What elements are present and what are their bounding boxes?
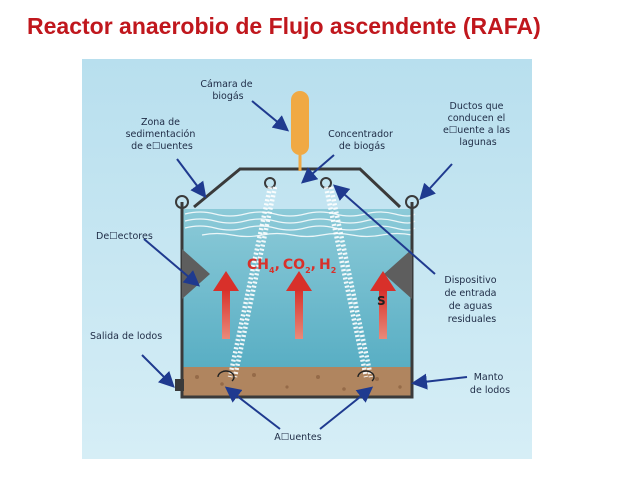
label-camara-biogas: Cámara de biogás — [200, 79, 255, 102]
pointer-ductos — [419, 163, 453, 200]
deflector-right — [384, 249, 412, 299]
gas-ch-sub: 4 — [269, 266, 275, 275]
upflow-arrow-center — [286, 271, 312, 339]
pointer-afluentes-left — [224, 386, 281, 430]
upflow-arrow-right — [370, 271, 396, 339]
upflow-arrow-left — [213, 271, 239, 339]
label-salida-lodos: Salida de lodos — [90, 331, 162, 342]
label-concentrador-biogas: Concentrador de biogás — [328, 129, 396, 152]
biogas-chamber — [291, 91, 309, 155]
pointer-deflectores — [143, 238, 201, 287]
duct-outlet-left — [175, 195, 189, 209]
label-manto-lodos: Manto de lodos — [470, 372, 510, 396]
label-ductos: Ductos que conducen el e☐uente a las lag… — [443, 101, 513, 148]
label-zona-sedimentacion: Zona de sedimentación de e☐uentes — [126, 117, 199, 152]
gas-co-sub: 2 — [305, 266, 311, 275]
pointer-arrows — [141, 100, 468, 430]
sludge-outlet — [175, 379, 184, 391]
gas-h-sub: 2 — [331, 266, 337, 275]
gas-sep1: , — [275, 257, 280, 273]
label-dispositivo: Dispositivo de entrada de aguas residual… — [444, 275, 499, 325]
pointer-dispositivo — [332, 184, 436, 275]
gas-ch: CH — [247, 257, 269, 273]
pointer-manto — [411, 373, 468, 390]
bubble-streams — [227, 186, 374, 378]
inlet-swirls — [217, 370, 375, 382]
s-mark: S — [377, 294, 386, 308]
reactor-walls — [180, 202, 414, 399]
pointer-salida — [141, 354, 175, 388]
duct-outlet-right — [405, 195, 419, 209]
label-deflectores: De☐ectores — [96, 231, 153, 242]
label-afluentes: A☐uentes — [274, 432, 321, 443]
pointer-concentrador — [300, 154, 335, 184]
slide-title: Reactor anaerobio de Flujo ascendente (R… — [27, 13, 541, 39]
pointer-afluentes-right — [319, 386, 374, 430]
gas-sep2: , — [311, 257, 316, 273]
pointer-camara — [251, 100, 290, 132]
gases-label: CH4,CO2,H2 — [247, 257, 336, 275]
water-surface-waves — [184, 211, 416, 238]
sludge-blanket — [182, 367, 412, 397]
gas-co: CO — [283, 257, 305, 273]
rafa-diagram: S CH4,CO2,H2 Cámara de biogás Zona de se… — [82, 59, 532, 459]
gas-h: H — [319, 257, 331, 273]
pointer-zona — [176, 158, 207, 199]
